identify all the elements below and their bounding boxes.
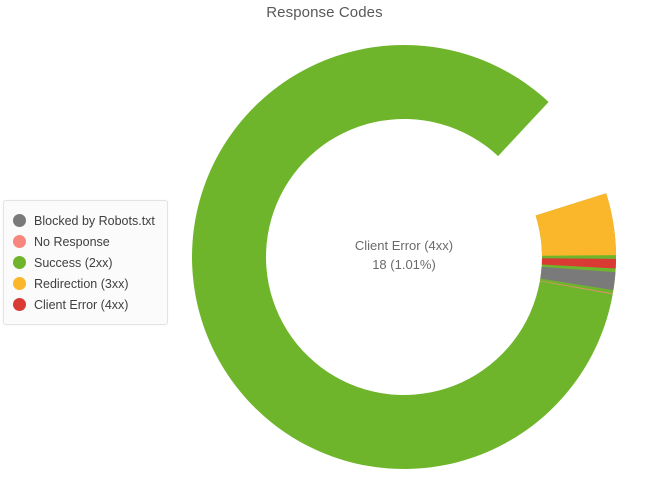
chart-title: Response Codes bbox=[266, 4, 383, 21]
legend-item-label: Client Error (4xx) bbox=[34, 297, 129, 312]
legend-item[interactable]: Success (2xx) bbox=[13, 252, 155, 273]
legend-item[interactable]: No Response bbox=[13, 231, 155, 252]
legend-item[interactable]: Client Error (4xx) bbox=[13, 294, 155, 315]
legend-swatch-icon bbox=[13, 235, 26, 248]
donut-slice[interactable] bbox=[540, 266, 616, 291]
legend-item[interactable]: Blocked by Robots.txt bbox=[13, 210, 155, 231]
legend-swatch-icon bbox=[13, 256, 26, 269]
legend-swatch-icon bbox=[13, 277, 26, 290]
donut-slice[interactable] bbox=[535, 193, 616, 256]
legend-swatch-icon bbox=[13, 214, 26, 227]
donut-slice[interactable] bbox=[541, 258, 616, 269]
donut-slice[interactable] bbox=[539, 280, 613, 295]
legend-item-label: Blocked by Robots.txt bbox=[34, 213, 155, 228]
donut-slices bbox=[192, 45, 617, 470]
legend-item-label: Success (2xx) bbox=[34, 255, 113, 270]
legend-item-label: Redirection (3xx) bbox=[34, 276, 129, 291]
legend-swatch-icon bbox=[13, 298, 26, 311]
legend-item[interactable]: Redirection (3xx) bbox=[13, 273, 155, 294]
legend-item-label: No Response bbox=[34, 234, 110, 249]
donut-slice[interactable] bbox=[192, 45, 617, 470]
